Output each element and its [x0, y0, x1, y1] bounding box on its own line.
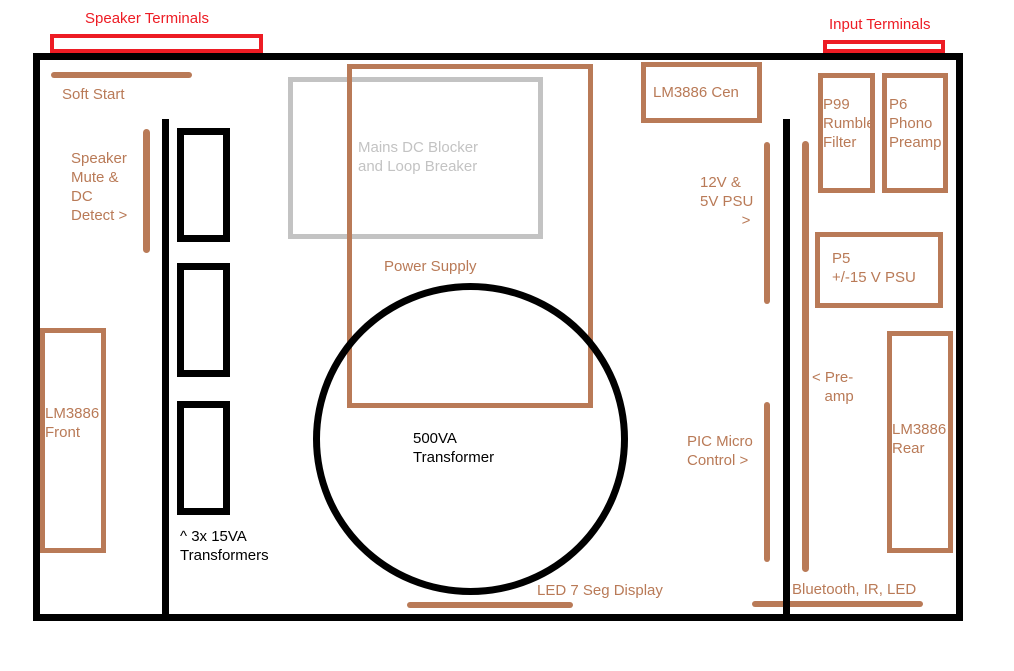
mains-dc-blocker-box	[288, 77, 543, 239]
bluetooth-ir-led-label: Bluetooth, IR, LED	[792, 581, 917, 598]
mains-dc-blocker-label: Mains DC Blocker and Loop Breaker	[358, 139, 479, 175]
soft-start-bar	[51, 72, 192, 78]
p6-phono-preamp-box	[882, 73, 948, 193]
lm3886-cen-box	[641, 62, 762, 123]
power-supply-label: Power Supply	[384, 258, 477, 275]
lm3886-rear-box	[887, 331, 953, 553]
speaker-mute-label: Speaker Mute & DC Detect >	[71, 150, 128, 224]
p99-rumble-filter-box	[818, 73, 875, 193]
input-terminals-outline	[823, 40, 945, 53]
transformer-box-3	[177, 401, 230, 515]
transformer-box-2	[177, 263, 230, 377]
front-section-divider-line	[162, 119, 169, 614]
p5-psu-box	[815, 232, 943, 308]
p6-phono-preamp-label: P6 Phono Preamp	[889, 96, 942, 151]
psu-12v-5v-label: 12V & 5V PSU >	[700, 174, 754, 229]
chassis-outline	[33, 53, 963, 621]
speaker-terminals-label: Speaker Terminals	[85, 10, 209, 27]
led-display-label: LED 7 Seg Display	[537, 582, 663, 599]
pic-micro-bar	[764, 402, 770, 562]
pic-micro-label: PIC Micro Control >	[687, 433, 753, 469]
preamp-bar	[802, 141, 809, 572]
transformer-500va-label: 500VA Transformer	[413, 430, 495, 466]
lm3886-cen-label: LM3886 Cen	[653, 84, 739, 101]
soft-start-label: Soft Start	[62, 86, 125, 103]
rear-section-divider-line	[783, 119, 790, 614]
transformer-box-1	[177, 128, 230, 242]
transformers-15va-label: ^ 3x 15VA Transformers	[180, 528, 269, 564]
p5-psu-label: P5 +/-15 V PSU	[832, 250, 916, 286]
p99-rumble-filter-label: P99 Rumble Filter	[823, 96, 875, 151]
speaker-mute-bar	[143, 129, 150, 253]
lm3886-front-box	[40, 328, 106, 553]
lm3886-front-label: LM3886 Front	[45, 405, 100, 441]
bluetooth-ir-led-bar	[752, 601, 923, 607]
psu-12v-5v-bar	[764, 142, 770, 304]
input-terminals-label: Input Terminals	[829, 16, 931, 33]
led-display-bar	[407, 602, 573, 608]
preamp-label: < Pre- amp	[812, 369, 854, 405]
speaker-terminals-outline	[50, 34, 263, 53]
transformer-500va-circle	[313, 283, 628, 595]
lm3886-rear-label: LM3886 Rear	[892, 421, 947, 457]
